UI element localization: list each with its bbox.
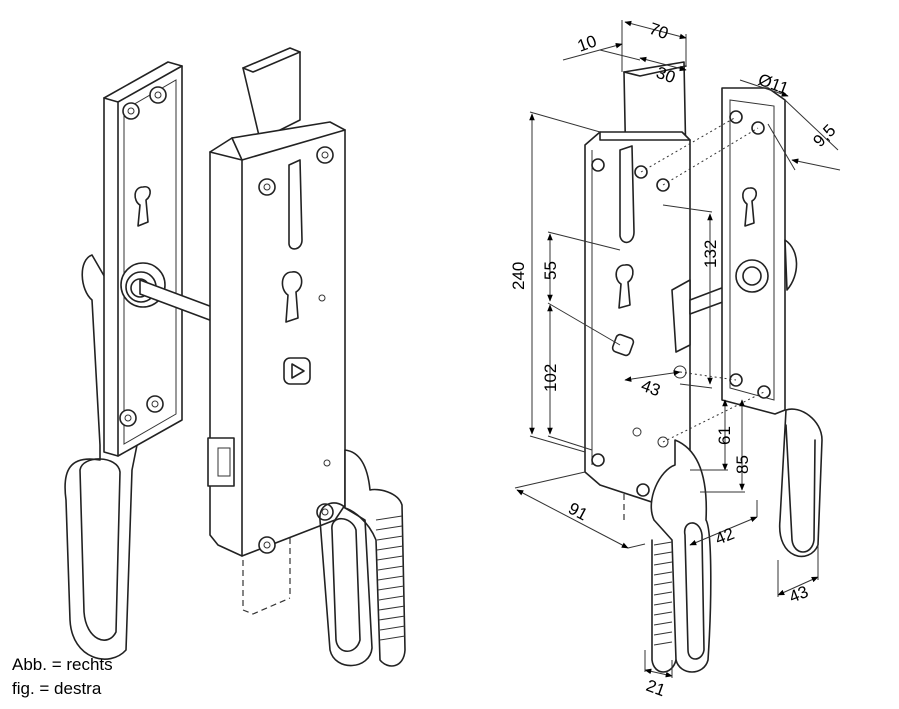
alignment-lines [640, 116, 765, 443]
dim-10: 10 [575, 31, 599, 55]
dim-85: 85 [733, 455, 752, 474]
dim-70: 70 [647, 19, 671, 43]
lock-left-view [64, 47, 406, 667]
caption-italian: fig. = destra [12, 679, 102, 698]
dimension-lines [514, 20, 841, 678]
dim-21: 21 [644, 676, 668, 700]
dim-102: 102 [541, 364, 560, 392]
back-handle-right [779, 408, 823, 558]
rosette-plate-right [721, 87, 798, 415]
dim-43-bottom: 43 [786, 582, 811, 607]
caption-german: Abb. = rechts [12, 655, 113, 674]
back-plate [103, 61, 183, 457]
figure-caption: Abb. = rechts fig. = destra [12, 653, 113, 701]
dim-61: 61 [715, 426, 734, 445]
dim-132: 132 [701, 240, 720, 268]
front-handle [319, 449, 406, 667]
dim-42: 42 [712, 524, 737, 549]
dim-91: 91 [565, 499, 591, 525]
dim-240: 240 [509, 262, 528, 290]
dim-55: 55 [541, 261, 560, 280]
lock-right-view: 10 70 30 Ø11 9,5 240 55 102 132 43 61 85… [509, 19, 841, 700]
dim-9-5: 9,5 [809, 121, 839, 151]
lock-case [207, 121, 346, 557]
